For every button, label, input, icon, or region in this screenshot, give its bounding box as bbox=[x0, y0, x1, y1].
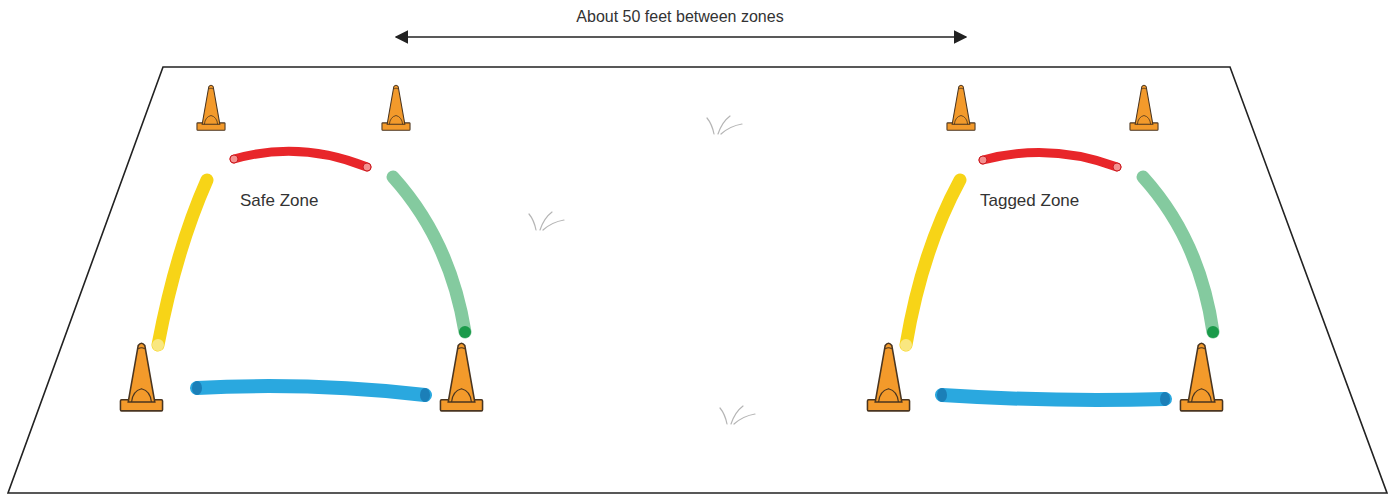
right-zone-cones bbox=[867, 85, 1222, 411]
grass-tufts bbox=[529, 116, 755, 424]
pool-noodle bbox=[1143, 177, 1213, 332]
noodle-end bbox=[363, 163, 371, 171]
traffic-cone bbox=[947, 85, 975, 130]
pool-noodle bbox=[906, 180, 960, 345]
noodle-end bbox=[420, 388, 430, 402]
pool-noodle bbox=[393, 177, 465, 332]
noodle-end bbox=[1207, 326, 1219, 338]
pool-noodle bbox=[158, 180, 207, 345]
noodle-end bbox=[230, 155, 238, 163]
pool-noodle bbox=[942, 395, 1165, 400]
right-zone-noodles bbox=[906, 152, 1213, 399]
field-outline bbox=[8, 67, 1387, 493]
traffic-cone bbox=[1180, 343, 1222, 411]
noodle-end bbox=[900, 339, 912, 351]
traffic-cone bbox=[120, 343, 162, 411]
traffic-cone bbox=[1130, 85, 1158, 130]
noodle-end bbox=[979, 156, 987, 164]
zone-area: Safe Zone bbox=[150, 110, 470, 390]
grass-tuft bbox=[707, 116, 742, 134]
zone-label: Tagged Zone bbox=[980, 191, 1079, 211]
traffic-cone bbox=[867, 343, 909, 411]
traffic-cone bbox=[197, 85, 225, 130]
traffic-cone bbox=[440, 343, 482, 411]
grass-tuft bbox=[529, 212, 564, 230]
right-noodle-ends bbox=[900, 156, 1219, 406]
left-noodle-ends bbox=[152, 155, 471, 402]
pool-noodle bbox=[983, 152, 1117, 167]
left-zone-cones bbox=[120, 85, 482, 411]
noodle-end bbox=[152, 339, 164, 351]
noodle-end bbox=[192, 381, 202, 395]
zone-area: Tagged Zone bbox=[895, 110, 1215, 390]
pool-noodle bbox=[197, 386, 425, 395]
dimension-arrow bbox=[396, 36, 966, 38]
traffic-cone bbox=[382, 85, 410, 130]
zone-label: Safe Zone bbox=[240, 191, 318, 211]
noodle-end bbox=[1113, 163, 1121, 171]
dimension-label: About 50 feet between zones bbox=[576, 7, 783, 27]
pool-noodle bbox=[234, 151, 367, 167]
grass-tuft bbox=[720, 406, 755, 424]
noodle-end bbox=[1160, 392, 1170, 406]
noodle-end bbox=[459, 326, 471, 338]
left-zone-noodles bbox=[158, 151, 465, 395]
noodle-end bbox=[937, 388, 947, 402]
